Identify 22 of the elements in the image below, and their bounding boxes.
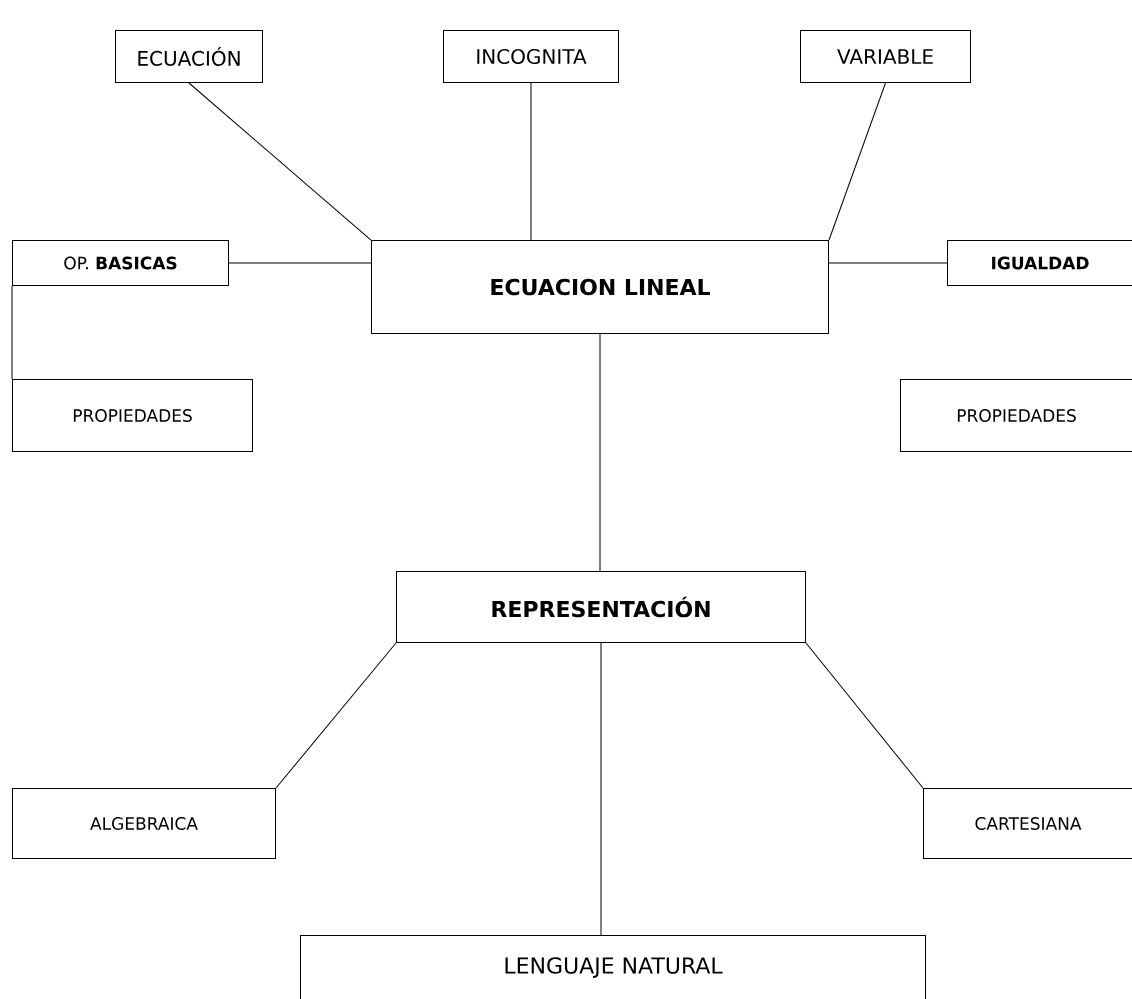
connector-line	[600, 642, 602, 936]
connector-line	[805, 642, 924, 789]
concept-box: PROPIEDADES	[900, 379, 1132, 452]
connector-line	[228, 262, 372, 264]
connector-line	[188, 82, 372, 241]
concept-box: OP. BASICAS	[12, 240, 229, 286]
connector-line	[275, 642, 397, 789]
concept-box: REPRESENTACIÓN	[396, 571, 806, 643]
connector-line	[828, 262, 948, 264]
connector-line	[828, 82, 886, 241]
concept-box: ALGEBRAICA	[12, 788, 276, 859]
connector-line	[599, 333, 601, 572]
connector-line	[11, 285, 13, 380]
concept-box: ECUACIÓN	[115, 30, 263, 83]
concept-box: CARTESIANA	[923, 788, 1132, 859]
concept-box: INCOGNITA	[443, 30, 619, 83]
concept-box: PROPIEDADES	[12, 379, 253, 452]
concept-box: IGUALDAD	[947, 240, 1132, 286]
central-box: ECUACION LINEAL	[371, 240, 829, 334]
concept-box: LENGUAJE NATURAL	[300, 935, 926, 999]
concept-box: VARIABLE	[800, 30, 971, 83]
connector-line	[530, 82, 532, 241]
